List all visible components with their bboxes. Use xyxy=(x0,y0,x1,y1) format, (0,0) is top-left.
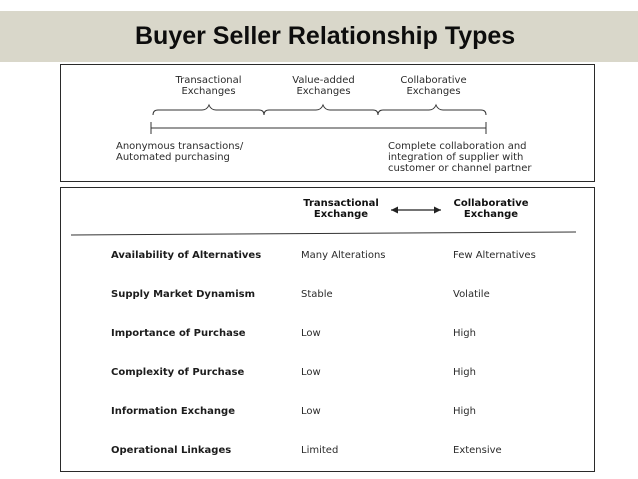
col-a-header-line1: Transactional xyxy=(303,198,379,209)
category-line2: Exchanges xyxy=(406,86,461,97)
row-label: Importance of Purchase xyxy=(111,328,246,339)
row-label: Supply Market Dynamism xyxy=(111,289,256,300)
row-value-transactional: Limited xyxy=(301,445,339,456)
right-end-line3: customer or channel partner xyxy=(388,163,532,174)
row-label: Complexity of Purchase xyxy=(111,367,245,378)
spectrum-scale xyxy=(150,103,487,134)
row-label: Operational Linkages xyxy=(111,445,232,456)
spectrum-left-end-label: Anonymous transactions/ Automated purcha… xyxy=(116,141,243,163)
arrowhead-right xyxy=(434,206,441,214)
row-label: Availability of Alternatives xyxy=(111,250,262,261)
column-header-collaborative: Collaborative Exchange xyxy=(446,198,536,220)
brace-collaborative xyxy=(377,103,487,116)
spectrum-category-collaborative: Collaborative Exchanges xyxy=(386,75,481,97)
category-line2: Exchanges xyxy=(296,86,351,97)
row-value-collaborative: High xyxy=(453,367,476,378)
col-b-header-line1: Collaborative xyxy=(453,198,529,209)
brace-transactional xyxy=(152,103,265,116)
spectrum-right-end-label: Complete collaboration and integration o… xyxy=(388,141,532,174)
right-end-line2: integration of supplier with xyxy=(388,152,524,163)
row-value-transactional: Low xyxy=(301,328,321,339)
category-line1: Collaborative xyxy=(400,75,467,86)
slide-title: Buyer Seller Relationship Types xyxy=(135,22,516,50)
header-rule xyxy=(70,231,577,236)
spectrum-category-transactional: Transactional Exchanges xyxy=(161,75,256,97)
title-bar xyxy=(0,11,638,62)
spectrum-category-value-added: Value-added Exchanges xyxy=(276,75,371,97)
brace-value-added xyxy=(263,103,379,116)
category-line1: Value-added xyxy=(292,75,355,86)
row-value-transactional: Low xyxy=(301,367,321,378)
row-value-transactional: Many Alterations xyxy=(301,250,386,261)
row-value-collaborative: Extensive xyxy=(453,445,502,456)
left-end-line1: Anonymous transactions/ xyxy=(116,141,244,152)
row-value-collaborative: High xyxy=(453,406,476,417)
col-a-header-line2: Exchange xyxy=(313,209,369,220)
comparison-lines xyxy=(70,206,577,236)
comparison-panel: Transactional Exchange Collaborative Exc… xyxy=(60,187,595,472)
left-end-line2: Automated purchasing xyxy=(116,152,230,163)
column-header-transactional: Transactional Exchange xyxy=(296,198,386,220)
spectrum-panel: Transactional Exchanges Value-added Exch… xyxy=(60,64,595,182)
col-b-header-line2: Exchange xyxy=(463,209,519,220)
row-value-transactional: Low xyxy=(301,406,321,417)
arrowhead-left xyxy=(391,206,398,214)
row-value-collaborative: Few Alternatives xyxy=(453,250,536,261)
right-end-line1: Complete collaboration and xyxy=(388,141,527,152)
category-line2: Exchanges xyxy=(181,86,236,97)
category-line1: Transactional xyxy=(175,75,242,86)
row-value-collaborative: Volatile xyxy=(453,289,490,300)
row-value-transactional: Stable xyxy=(301,289,333,300)
row-value-collaborative: High xyxy=(453,328,476,339)
row-label: Information Exchange xyxy=(111,406,235,417)
